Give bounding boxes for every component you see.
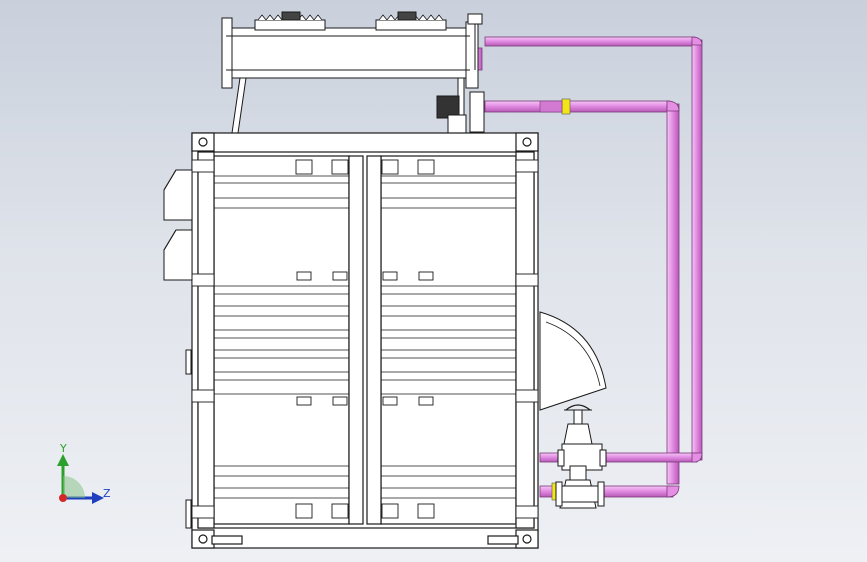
flange-marker [539,100,563,113]
valve-handwheel-icon[interactable] [565,404,591,411]
z-axis-label: Z [103,487,111,500]
y-axis-label: Y [59,442,67,455]
door-hinges [191,159,539,519]
flange-marker [561,98,571,115]
fan-unit [221,11,485,134]
axis-triad: Y Z [57,442,111,504]
exhaust-hood-inner [545,321,601,387]
side-latch [185,499,192,529]
door-corrugation [214,175,516,499]
axis-origin-icon [59,494,67,502]
side-latch [185,349,192,375]
side-louvers [163,169,193,281]
valve-assembly [555,409,607,509]
exhaust-hood [539,311,607,411]
container-body [191,132,539,549]
door-lock-bars [295,159,435,519]
